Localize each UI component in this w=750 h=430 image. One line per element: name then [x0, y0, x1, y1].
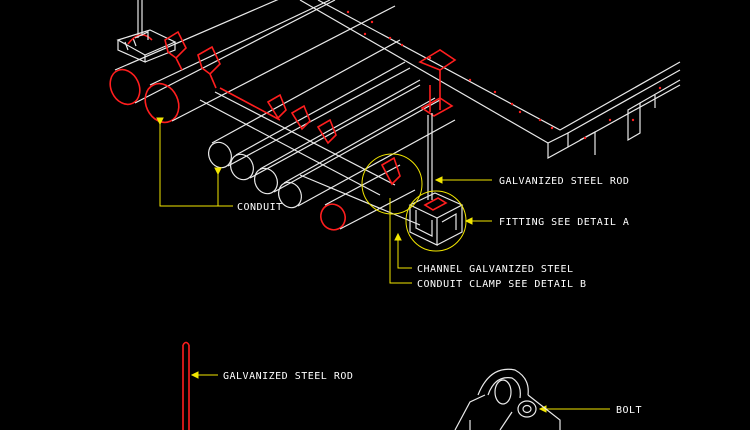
- bolt-fitting-detail: [454, 368, 561, 430]
- label-conduit-clamp-detail-b: CONDUIT CLAMP SEE DETAIL B: [417, 279, 587, 290]
- conduit-bundle: [109, 0, 456, 231]
- label-galvanized-steel-rod-lower: GALVANIZED STEEL ROD: [223, 371, 353, 382]
- detail-a-circle: [405, 190, 467, 252]
- label-bolt: BOLT: [616, 405, 642, 416]
- label-fitting-detail-a: FITTING SEE DETAIL A: [499, 217, 629, 228]
- conduit-clamps: [164, 30, 401, 186]
- beam-hatch-dots: [346, 10, 662, 140]
- lower-rod-detail: [182, 341, 190, 430]
- center-hanger-assembly: [408, 49, 464, 246]
- label-galvanized-steel-rod: GALVANIZED STEEL ROD: [499, 176, 629, 187]
- detail-b-circle: [361, 153, 423, 215]
- left-hanger-assembly: [116, 0, 177, 63]
- beam-structure: [299, 0, 681, 160]
- label-conduit: CONDUIT: [237, 202, 283, 213]
- leader-lines: [156, 117, 610, 413]
- label-channel-galvanized-steel: CHANNEL GALVANIZED STEEL: [417, 264, 574, 275]
